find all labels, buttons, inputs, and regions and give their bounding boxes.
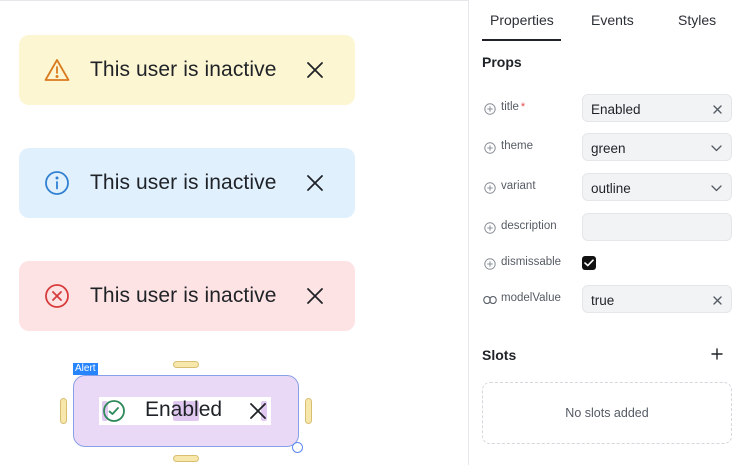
close-icon[interactable]	[246, 399, 270, 423]
selected-alert-content: Enabled	[99, 397, 271, 425]
chevron-down-icon	[710, 183, 722, 193]
prop-label-description: description	[501, 220, 557, 232]
text-gap-highlight	[173, 401, 199, 421]
inspector-tabs: Properties Events Styles	[469, 0, 743, 41]
slots-section-title: Slots	[482, 347, 517, 363]
prop-label-dismissable: dismissable	[501, 256, 562, 268]
close-icon[interactable]	[303, 284, 327, 308]
slots-empty-box: No slots added	[482, 382, 732, 444]
dismissable-checkbox[interactable]	[582, 256, 596, 270]
padding-handle-top[interactable]	[173, 361, 199, 368]
add-binding-icon[interactable]	[483, 257, 497, 271]
close-gap-highlight	[261, 401, 267, 421]
variant-select[interactable]: outline	[582, 173, 732, 201]
info-icon	[43, 169, 71, 197]
alert-info[interactable]: This user is inactive	[19, 148, 355, 218]
clear-icon[interactable]	[711, 294, 723, 306]
tab-events[interactable]: Events	[591, 12, 634, 28]
inspector-panel: Properties Events Styles Props title* En…	[468, 0, 743, 465]
selected-alert[interactable]: Enabled	[73, 375, 299, 447]
resize-handle[interactable]	[292, 442, 303, 453]
prop-row-title: title* Enabled	[482, 94, 732, 122]
add-binding-icon[interactable]	[483, 181, 497, 195]
padding-handle-bottom[interactable]	[173, 455, 199, 462]
modelvalue-input-value: true	[591, 293, 615, 308]
prop-row-theme: theme green	[482, 133, 732, 161]
prop-row-variant: variant outline	[482, 173, 732, 201]
padding-handle-left[interactable]	[60, 398, 67, 424]
tab-styles[interactable]: Styles	[678, 12, 717, 28]
title-input-value: Enabled	[591, 102, 641, 117]
padding-handle-right[interactable]	[305, 398, 312, 424]
title-input[interactable]: Enabled	[582, 94, 732, 122]
alert-warning-text: This user is inactive	[90, 58, 277, 81]
check-circle-icon	[102, 399, 126, 423]
prop-label-title: title*	[501, 101, 526, 113]
alert-error[interactable]: This user is inactive	[19, 261, 355, 331]
prop-row-description: description	[482, 213, 732, 241]
warning-icon	[43, 56, 71, 84]
alert-warning[interactable]: This user is inactive	[19, 35, 355, 105]
prop-label-modelvalue: modelValue	[501, 292, 561, 304]
close-icon[interactable]	[303, 58, 327, 82]
prop-row-modelvalue: modelValue true	[482, 285, 732, 313]
clear-icon[interactable]	[711, 103, 723, 115]
canvas-top-border	[0, 0, 468, 1]
add-binding-icon[interactable]	[483, 102, 497, 116]
prop-label-variant: variant	[501, 180, 536, 192]
alert-info-text: This user is inactive	[90, 171, 277, 194]
theme-select-value: green	[591, 141, 626, 156]
variant-select-value: outline	[591, 181, 631, 196]
icon-gap-highlight	[102, 401, 108, 421]
link-icon[interactable]	[483, 293, 497, 307]
selection-label: Alert	[73, 363, 98, 375]
add-slot-icon[interactable]	[710, 347, 724, 361]
slots-empty-text: No slots added	[565, 406, 649, 420]
prop-row-dismissable: dismissable	[482, 249, 732, 277]
add-binding-icon[interactable]	[483, 221, 497, 235]
design-canvas[interactable]: This user is inactive This user is inact…	[0, 0, 468, 465]
modelvalue-input[interactable]: true	[582, 285, 732, 313]
alert-error-text: This user is inactive	[90, 284, 277, 307]
error-icon	[43, 282, 71, 310]
close-icon[interactable]	[303, 171, 327, 195]
props-section-title: Props	[482, 54, 522, 70]
chevron-down-icon	[710, 143, 722, 153]
required-marker: *	[520, 101, 526, 113]
selected-alert-text: Enabled	[145, 398, 223, 421]
theme-select[interactable]: green	[582, 133, 732, 161]
active-tab-indicator	[482, 39, 561, 41]
add-binding-icon[interactable]	[483, 141, 497, 155]
prop-label-theme: theme	[501, 140, 533, 152]
description-input[interactable]	[582, 213, 732, 241]
tab-properties[interactable]: Properties	[490, 12, 554, 28]
